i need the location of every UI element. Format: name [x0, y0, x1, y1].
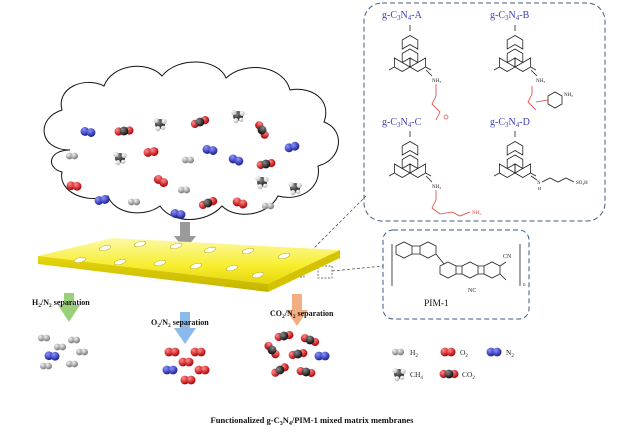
zoom-line-pim: [331, 265, 384, 272]
membrane-top: [38, 238, 340, 284]
co2-separation-arrow: [286, 294, 308, 326]
legend-o2-label: O2: [460, 348, 468, 359]
legend-n2: N2: [486, 347, 514, 359]
membrane-front: [38, 256, 268, 292]
legend-h2-icon: [392, 348, 404, 356]
structure-d-nh: N: [537, 181, 541, 186]
membrane-side: [268, 250, 340, 292]
membrane-zoom-box-2: [317, 265, 333, 279]
pim-structure: [391, 241, 521, 286]
legend-h2: H2: [392, 348, 418, 359]
structure-b-benzene: [547, 91, 563, 109]
structure-label-c: g-C3N4-C: [382, 117, 422, 129]
legend-co2: CO2: [439, 369, 475, 381]
o2-separation-molecules: [162, 347, 210, 385]
structure-label-d: g-C3N4-D: [490, 117, 530, 129]
structure-c-nh3: NH3: [432, 185, 441, 190]
pim-n-subscript: n: [523, 283, 526, 288]
co2-separation-title: CO2/N2 separation: [270, 309, 334, 320]
membrane-pores: [73, 240, 291, 279]
structure-d-h: H: [538, 186, 542, 191]
structure-label-a: g-C3N4-A: [382, 10, 423, 22]
legend-co2-label: CO2: [462, 370, 475, 381]
structure-b-nh2: NH2: [564, 93, 573, 98]
structure-b-drawing: NH3 NH2: [493, 24, 573, 111]
pim-nc-label: NC: [468, 288, 476, 294]
legend-ch4-icon: [392, 367, 406, 382]
legend-n2-icon: [486, 347, 502, 357]
legend: H2 O2 N2 CH4 CO2: [392, 347, 514, 382]
structure-b-nh3: NH3: [536, 79, 545, 84]
structure-b-linker: [527, 86, 537, 111]
structure-d-chain: [541, 177, 575, 183]
legend-o2: O2: [440, 347, 468, 359]
structure-a-linker: [431, 84, 441, 121]
structure-a-nh3: NH3: [432, 79, 441, 84]
h2-separation-title: H2/N2 separation: [32, 298, 90, 309]
structure-d-so3h: SO3H: [576, 181, 588, 186]
legend-ch4-label: CH4: [410, 370, 423, 381]
pim-label: PIM-1: [424, 299, 449, 309]
legend-ch4: CH4: [392, 367, 423, 382]
legend-h2-label: H2: [410, 348, 418, 359]
pim-cn-label: CN: [503, 254, 512, 260]
legend-o2-icon: [440, 347, 456, 357]
structures-panel: [363, 2, 606, 222]
legend-n2-label: N2: [506, 348, 514, 359]
pim-panel: [382, 229, 530, 320]
co2-separation-molecules: [262, 330, 330, 379]
structure-c-linker: [431, 190, 471, 217]
o2-separation-arrow: [174, 312, 196, 344]
gas-cloud: [43, 61, 339, 220]
structure-d-drawing: N H SO3H: [493, 130, 588, 191]
structure-label-b: g-C3N4-B: [490, 10, 530, 22]
structure-a-drawing: NH3: [388, 24, 449, 121]
figure-caption: Functionalized g-C3N4/PIM-1 mixed matrix…: [211, 415, 415, 427]
structure-c-nh2: NH2: [472, 211, 481, 216]
legend-co2-icon: [439, 369, 459, 379]
o2-separation-title: O2/N2 separation: [151, 318, 209, 329]
h2-separation-molecules: [38, 334, 88, 370]
structure-c-drawing: NH3 NH2: [388, 130, 481, 217]
h2-separation-arrow: [58, 293, 80, 322]
